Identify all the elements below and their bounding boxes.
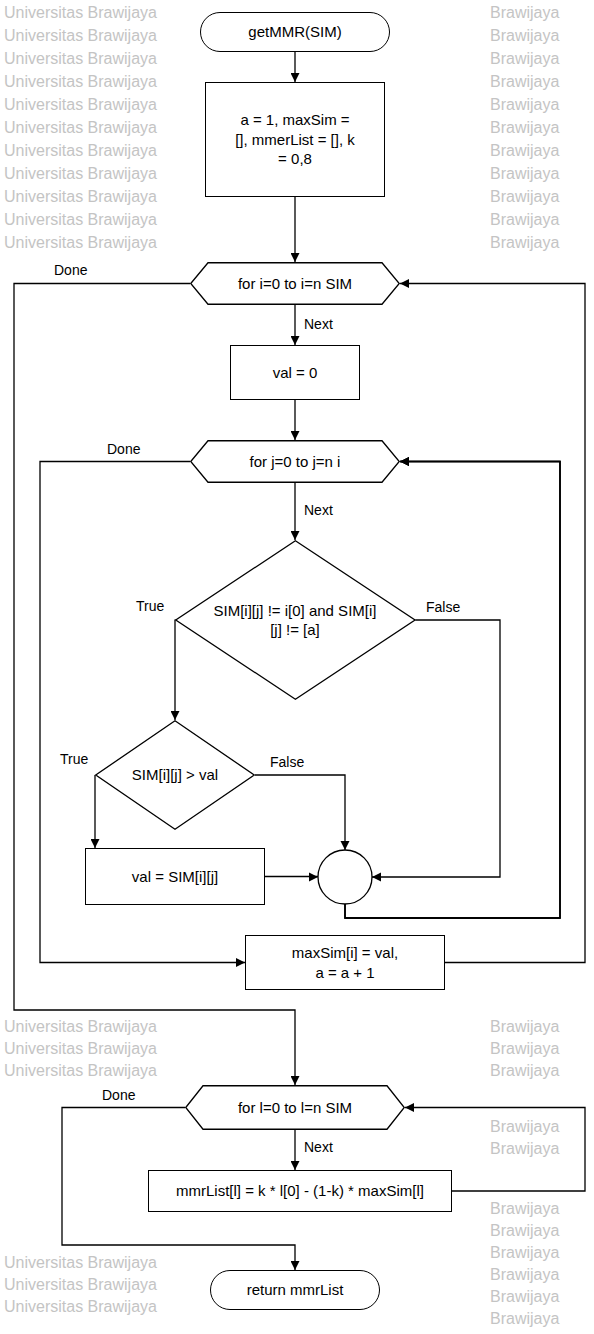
hexagon-outline xyxy=(191,441,400,483)
node-text: SIM[i][j] > val xyxy=(132,765,218,785)
flow-arrow xyxy=(294,400,295,440)
diamond-outline xyxy=(175,540,416,700)
watermark-text: Universitas Brawijaya xyxy=(4,119,157,137)
flow-arrow xyxy=(94,775,95,848)
watermark-text: Universitas Brawijaya xyxy=(4,211,157,229)
watermark-text: Brawijaya xyxy=(490,119,559,137)
branch-label: True xyxy=(134,598,166,615)
watermark-text: Brawijaya xyxy=(490,1222,559,1240)
watermark-text: Universitas Brawijaya xyxy=(4,27,157,45)
watermark-text: Universitas Brawijaya xyxy=(4,4,157,22)
watermark-text: Brawijaya xyxy=(490,1018,559,1036)
watermark-text: Brawijaya xyxy=(490,1040,559,1058)
diamond-outline xyxy=(96,721,255,830)
watermark-text: Brawijaya xyxy=(490,188,559,206)
branch-label: Next xyxy=(302,502,335,519)
node-text: mmrList[l] = k * l[0] - (1-k) * maxSim[l… xyxy=(176,1181,424,1201)
watermark-text: Brawijaya xyxy=(490,73,559,91)
node-text: for l=0 to l=n SIM xyxy=(238,1098,352,1118)
watermark-text: Brawijaya xyxy=(490,1200,559,1218)
watermark-text: Brawijaya xyxy=(490,27,559,45)
flow-arrow xyxy=(294,1130,295,1170)
watermark-text: Universitas Brawijaya xyxy=(4,234,157,252)
watermark-text: Brawijaya xyxy=(490,165,559,183)
junction-circle xyxy=(318,850,372,904)
branch-label: Done xyxy=(100,1087,137,1104)
node-text: getMMR(SIM) xyxy=(248,22,341,42)
node-text: maxSim[i] = val, a = a + 1 xyxy=(286,943,404,982)
node-text: val = SIM[i][j] xyxy=(132,867,218,887)
watermark-text: Brawijaya xyxy=(490,1288,559,1306)
watermark-text: Universitas Brawijaya xyxy=(4,165,157,183)
arrow-head xyxy=(309,873,318,882)
decision-diamond: SIM[i][j] > val xyxy=(95,720,255,830)
terminal-node: getMMR(SIM) xyxy=(200,12,390,52)
watermark-text: Universitas Brawijaya xyxy=(4,1062,157,1080)
watermark-text: Universitas Brawijaya xyxy=(4,1018,157,1036)
branch-label: Next xyxy=(302,316,335,333)
watermark-text: Brawijaya xyxy=(490,142,559,160)
watermark-text: Universitas Brawijaya xyxy=(4,50,157,68)
process-box: a = 1, maxSim = [], mmerList = [], k = 0… xyxy=(205,82,385,197)
watermark-text: Brawijaya xyxy=(490,96,559,114)
branch-label: Next xyxy=(302,1139,335,1156)
watermark-text: Brawijaya xyxy=(490,4,559,22)
watermark-text: Brawijaya xyxy=(490,1140,559,1158)
flow-arrow xyxy=(345,462,560,919)
flow-arrow xyxy=(294,305,295,345)
watermark-text: Universitas Brawijaya xyxy=(4,1254,157,1272)
watermark-text: Brawijaya xyxy=(490,1266,559,1284)
branch-label: Done xyxy=(105,441,142,458)
watermark-text: Universitas Brawijaya xyxy=(4,1276,157,1294)
watermark-text: Brawijaya xyxy=(490,234,559,252)
terminal-node: return mmrList xyxy=(210,1270,380,1310)
watermark-text: Brawijaya xyxy=(490,1062,559,1080)
arrow-head xyxy=(341,841,350,850)
process-box: mmrList[l] = k * l[0] - (1-k) * maxSim[l… xyxy=(148,1170,452,1212)
node-text: return mmrList xyxy=(247,1280,344,1300)
watermark-text: Universitas Brawijaya xyxy=(4,142,157,160)
watermark-text: Universitas Brawijaya xyxy=(4,1298,157,1316)
watermark-text: Brawijaya xyxy=(490,1244,559,1262)
watermark-text: Brawijaya xyxy=(490,1118,559,1136)
watermark-text: Universitas Brawijaya xyxy=(4,188,157,206)
process-box: maxSim[i] = val, a = a + 1 xyxy=(245,935,445,990)
arrow-head xyxy=(372,873,381,882)
node-text: a = 1, maxSim = [], mmerList = [], k = 0… xyxy=(235,110,355,169)
flow-arrow xyxy=(294,197,295,262)
hexagon-outline xyxy=(191,263,400,305)
process-box: val = SIM[i][j] xyxy=(85,848,265,905)
loop-hexagon: for j=0 to j=n i xyxy=(190,440,400,483)
branch-label: Done xyxy=(52,262,89,279)
watermark-text: Universitas Brawijaya xyxy=(4,73,157,91)
watermark-text: Universitas Brawijaya xyxy=(4,1040,157,1058)
node-text: for i=0 to i=n SIM xyxy=(238,274,352,294)
branch-label: False xyxy=(424,599,462,616)
loop-hexagon: for i=0 to i=n SIM xyxy=(190,262,400,305)
node-text: for j=0 to j=n i xyxy=(250,452,341,472)
flow-arrow xyxy=(294,52,295,82)
node-text: val = 0 xyxy=(273,363,318,383)
flow-arrow xyxy=(294,483,295,540)
loop-hexagon: for l=0 to l=n SIM xyxy=(185,1085,405,1130)
process-box: val = 0 xyxy=(230,345,360,400)
branch-label: False xyxy=(268,754,306,771)
watermark-text: Brawijaya xyxy=(490,1310,559,1328)
watermark-text: Brawijaya xyxy=(490,211,559,229)
flow-arrow xyxy=(400,284,585,963)
watermark-text: Universitas Brawijaya xyxy=(4,96,157,114)
diamond-outline xyxy=(175,541,414,700)
hexagon-outline xyxy=(186,1086,405,1130)
flow-arrow xyxy=(174,620,176,720)
branch-label: True xyxy=(58,751,90,768)
node-text: SIM[i][j] != i[0] and SIM[i][j] != [a] xyxy=(210,601,380,640)
watermark-text: Brawijaya xyxy=(490,50,559,68)
decision-diamond: SIM[i][j] != i[0] and SIM[i][j] != [a] xyxy=(175,540,416,700)
